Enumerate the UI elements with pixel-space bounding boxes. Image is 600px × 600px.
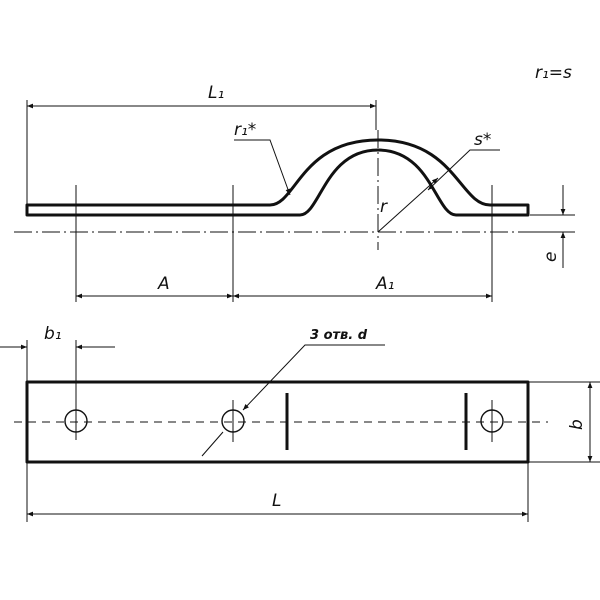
strip-plan [25, 380, 530, 464]
label-L1: L₁ [208, 83, 224, 103]
label-r1-star: r₁* [234, 120, 256, 140]
label-s-star: s* [474, 130, 491, 150]
label-r: r [380, 197, 388, 217]
label-holes: 3 отв. d [310, 328, 368, 343]
leader-holes [242, 344, 385, 411]
leader-s [427, 149, 500, 191]
side-view: L₁ A A₁ r₁* s* r e r₁=s [14, 63, 575, 302]
label-e: e [541, 252, 561, 262]
strip-profile [25, 138, 530, 217]
radius-line [377, 177, 439, 233]
label-b: b [567, 419, 587, 430]
leader-holes-tail [201, 431, 224, 457]
plan-view: b₁ 3 отв. d b L [0, 324, 600, 522]
formula-r1-equals-s: r₁=s [535, 63, 572, 83]
leader-r1 [234, 139, 291, 196]
label-L: L [272, 491, 281, 511]
label-b1: b₁ [44, 324, 62, 344]
label-A1: A₁ [375, 274, 394, 294]
label-A: A [157, 274, 170, 294]
